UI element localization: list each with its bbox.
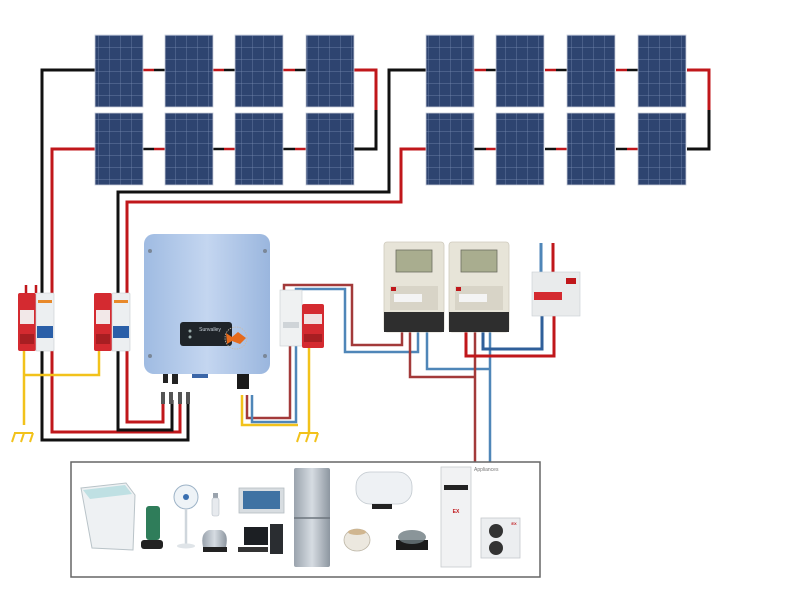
wire-red — [464, 306, 556, 358]
solar-panel — [425, 112, 475, 186]
wire-black — [354, 110, 378, 151]
dc-wiring — [40, 68, 711, 442]
left-solar-array — [94, 34, 355, 186]
ground-symbol — [11, 432, 34, 443]
solar-panel — [164, 112, 214, 186]
electric-kettle-icon — [202, 530, 227, 552]
solar-panel — [425, 34, 475, 108]
mc4-connectors — [161, 392, 190, 404]
ground-symbol — [296, 432, 319, 443]
wire-black — [116, 348, 174, 432]
comm-port — [192, 374, 208, 378]
outdoor-ac-brand-label: EX — [511, 521, 517, 526]
appliances-caption: Appliances — [474, 467, 499, 473]
panel-jumpers — [142, 68, 638, 151]
energy-meter-2 — [448, 241, 510, 333]
solar-panel — [94, 112, 144, 186]
right-solar-array — [425, 34, 687, 186]
washing-machine-icon — [80, 482, 136, 551]
solar-panel — [94, 34, 144, 108]
solar-panel — [495, 112, 545, 186]
wire-blue — [481, 306, 544, 351]
water-heater-icon — [355, 471, 413, 509]
solar-panel — [637, 34, 687, 108]
dc-breaker-1 — [18, 285, 55, 352]
desktop-computer-icon — [238, 524, 283, 554]
wire-black — [116, 68, 426, 300]
solar-panel — [305, 112, 355, 186]
standing-fan-icon — [173, 484, 199, 549]
energy-meter-1 — [383, 241, 445, 333]
wire-red — [50, 147, 95, 300]
solar-panel — [566, 34, 616, 108]
solar-panel — [234, 34, 284, 108]
dc-connector — [172, 374, 178, 384]
cfl-bulb-icon — [211, 493, 220, 517]
wire-blue — [250, 345, 298, 424]
rice-cooker-icon — [343, 528, 371, 552]
ground-wiring — [22, 348, 311, 432]
water-pump-icon — [141, 506, 163, 549]
grid-breaker — [531, 271, 581, 317]
outdoor-ac-unit-icon: EX — [480, 517, 521, 559]
inverter: Sunvalley — [144, 234, 270, 404]
wire-red — [125, 147, 426, 300]
ac-connector — [237, 374, 249, 389]
inverter-display — [180, 322, 232, 346]
wire-blue — [425, 328, 490, 371]
wire-red — [125, 348, 165, 424]
dc-breaker-2 — [94, 292, 131, 352]
solar-panel — [234, 112, 284, 186]
wire-red — [687, 68, 711, 110]
solar-panel — [164, 34, 214, 108]
meter-lcd — [460, 249, 498, 273]
wire-dark-red — [408, 328, 475, 379]
ac-brand-label: EX — [453, 509, 460, 515]
solar-panel — [637, 112, 687, 186]
wire-red — [50, 348, 182, 434]
wire-red — [354, 68, 378, 110]
meter-lcd — [395, 249, 433, 273]
induction-cooker-icon — [396, 530, 428, 550]
lcd-tv-icon — [238, 487, 285, 514]
floor-air-conditioner-icon: EX — [440, 466, 472, 568]
wire-yellow — [240, 395, 298, 427]
solar-panel — [495, 34, 545, 108]
inverter-brand: Sunvalley — [199, 327, 221, 333]
inverter-badge — [224, 326, 248, 350]
ac-wiring — [240, 243, 556, 462]
wire-black — [40, 68, 95, 300]
solar-panel — [305, 34, 355, 108]
wire-dark-red — [245, 345, 292, 420]
wire-black — [687, 110, 711, 151]
dc-connector — [163, 374, 168, 383]
wire-dark-red — [282, 283, 404, 347]
ac-breaker — [279, 289, 324, 348]
refrigerator-icon — [294, 468, 330, 567]
wire-black — [40, 348, 190, 442]
appliances-panel: Appliances — [70, 461, 541, 578]
solar-panel — [566, 112, 616, 186]
wire-blue — [294, 287, 420, 354]
